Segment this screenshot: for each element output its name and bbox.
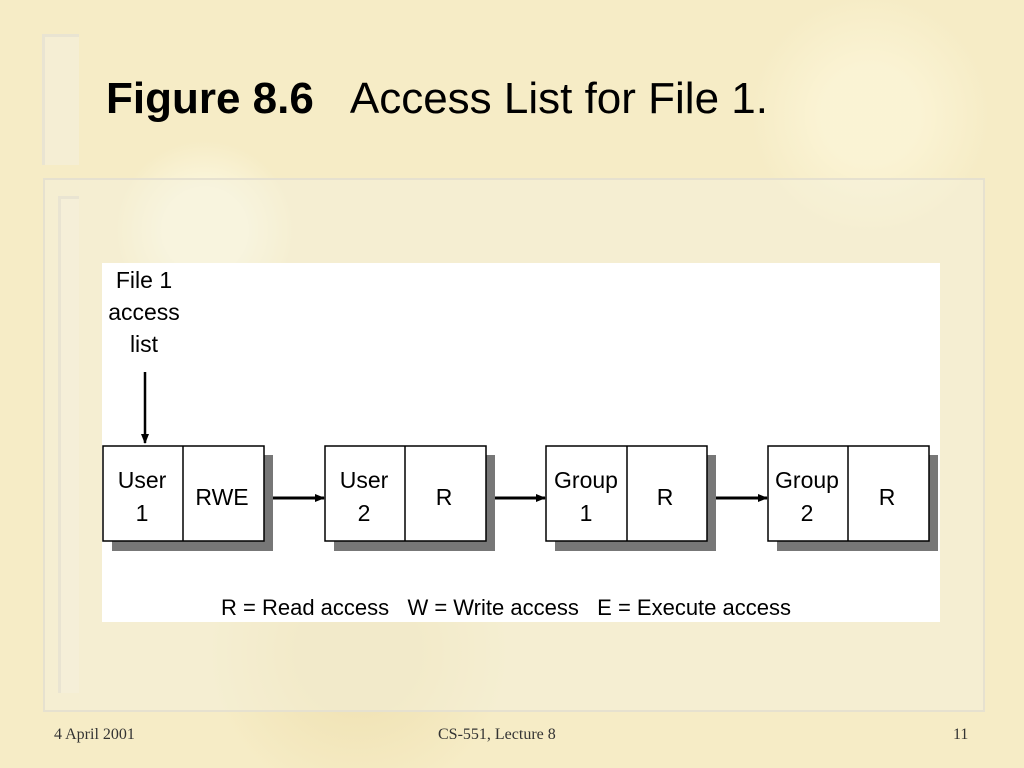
title-decoration [42,34,79,165]
list-node: Group 1 R [545,445,716,551]
node-name-line-2: 2 [358,500,371,526]
figure-caption: Access List for File 1. [349,74,768,123]
node-rights: R [436,484,453,510]
node-rights: RWE [195,484,248,510]
legend-text: R = Read access W = Write access E = Exe… [221,595,791,620]
footer-course: CS-551, Lecture 8 [438,726,556,743]
head-label-line-1: File 1 [116,267,172,293]
slide-title: Figure 8.6 Access List for File 1. [106,74,768,124]
node-name-line-1: User [340,467,389,493]
list-node: User 1 RWE [102,445,273,551]
node-name-line-2: 2 [801,500,814,526]
node-name-line-1: User [118,467,167,493]
list-node: Group 2 R [767,445,938,551]
node-rights: R [879,484,896,510]
node-rights: R [657,484,674,510]
list-node: User 2 R [324,445,495,551]
content-decoration [58,196,79,693]
node-name-line-2: 1 [136,500,149,526]
node-name-line-1: Group [554,467,618,493]
footer-date: 4 April 2001 [54,726,135,743]
access-list-diagram: File 1 access list User 1 RWE User 2 R [102,267,938,620]
figure-number: Figure 8.6 [106,74,314,123]
head-label-line-2: access [108,299,180,325]
footer-page-number: 11 [953,726,969,743]
node-name-line-2: 1 [580,500,593,526]
node-name-line-1: Group [775,467,839,493]
figure-panel: File 1 access list User 1 RWE User 2 R [102,263,940,622]
head-label-line-3: list [130,331,159,357]
head-label: File 1 access list [108,267,180,357]
